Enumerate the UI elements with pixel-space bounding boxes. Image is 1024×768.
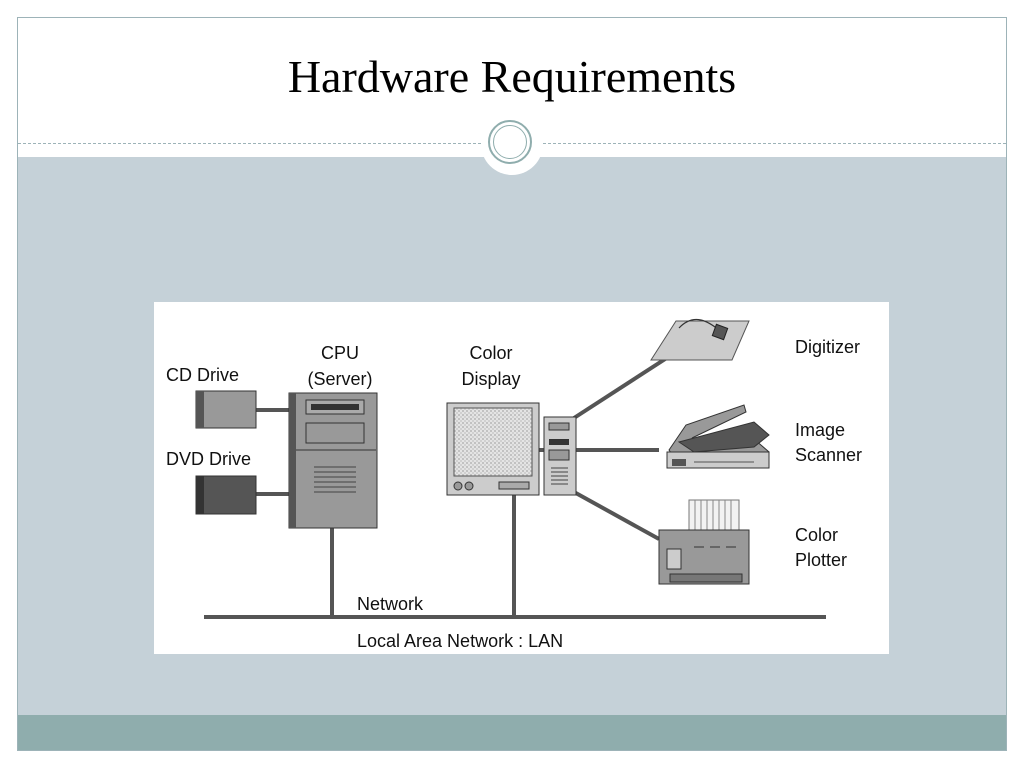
color-plotter-icon bbox=[658, 499, 750, 585]
color-display-icon bbox=[446, 402, 540, 496]
cpu-label: CPU bbox=[321, 343, 359, 363]
cpu-server-icon bbox=[288, 392, 378, 529]
image-scanner-icon bbox=[666, 404, 770, 469]
image-scanner-label-line1: Image bbox=[795, 420, 845, 440]
workstation-tower-icon bbox=[543, 416, 577, 496]
tower-plotter-link bbox=[573, 490, 660, 541]
tower-digitizer-link bbox=[572, 350, 678, 420]
image-scanner-label-line2: Scanner bbox=[795, 445, 862, 465]
color-plotter-label-line1: Color bbox=[795, 525, 838, 545]
hardware-diagram-svg: CD Drive DVD Drive CPU (Server) Color Di… bbox=[166, 318, 862, 651]
hardware-diagram: CD Drive DVD Drive CPU (Server) Color Di… bbox=[154, 302, 889, 654]
divider-ornament-core bbox=[493, 125, 527, 159]
dvd-drive-label: DVD Drive bbox=[166, 449, 251, 469]
digitizer-label: Digitizer bbox=[795, 337, 860, 357]
slide-title: Hardware Requirements bbox=[287, 51, 737, 102]
server-label: (Server) bbox=[307, 369, 372, 389]
network-label: Network bbox=[357, 594, 424, 614]
color-display-label-line1: Color bbox=[469, 343, 512, 363]
lan-label: Local Area Network : LAN bbox=[357, 631, 563, 651]
cd-drive-icon bbox=[195, 390, 257, 429]
color-plotter-label-line2: Plotter bbox=[795, 550, 847, 570]
cd-drive-label: CD Drive bbox=[166, 365, 239, 385]
slide: Hardware Requirements bbox=[17, 17, 1007, 751]
color-display-label-line2: Display bbox=[461, 369, 520, 389]
footer-bar bbox=[18, 715, 1006, 750]
dvd-drive-icon bbox=[195, 475, 257, 515]
digitizer-icon bbox=[650, 318, 750, 361]
